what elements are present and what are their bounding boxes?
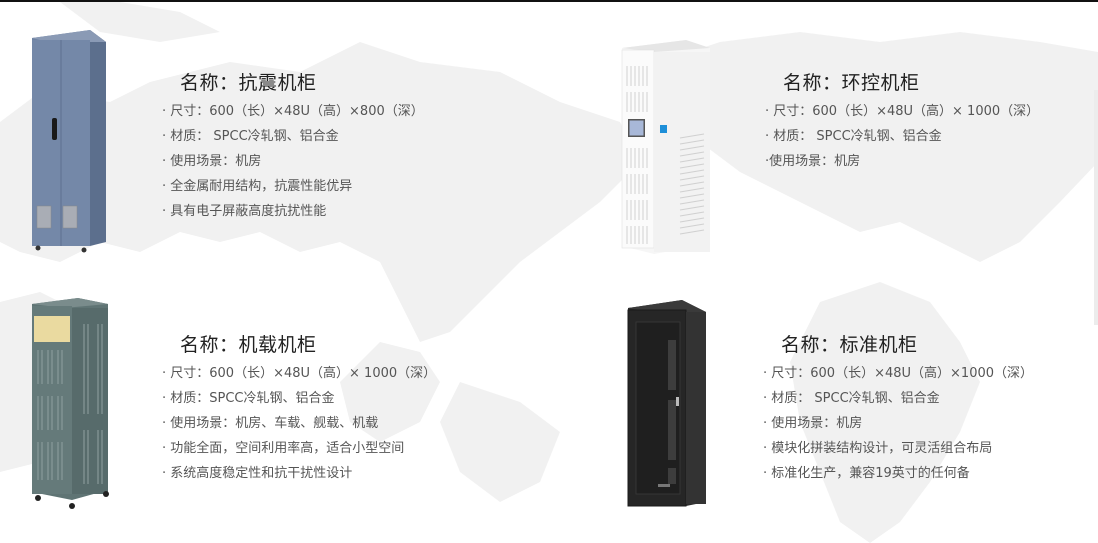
environment-control-cabinet-image <box>618 38 714 256</box>
seismic-cabinet-image <box>28 28 110 254</box>
product-title: 名称：机载机柜 <box>180 334 317 356</box>
spec-feature: · 模块化拼装结构设计，可灵活组合布局 <box>763 441 993 456</box>
spec-feature: · 功能全面，空间利用率高，适合小型空间 <box>162 441 405 456</box>
product-card-airborne[interactable]: 名称：机载机柜 · 尺寸：600（长）×48U（高）× 1000（深） · 材质… <box>0 280 560 543</box>
spec-size: · 尺寸：600（长）×48U（高）× 1000（深） <box>162 366 437 381</box>
spec-size: · 尺寸：600（长）×48U（高）×1000（深） <box>763 366 1034 381</box>
product-card-seismic[interactable]: 名称：抗震机柜 · 尺寸：600（长）×48U（高）×800（深） · 材质： … <box>0 0 560 270</box>
spec-feature: · 具有电子屏蔽高度抗扰性能 <box>162 204 327 219</box>
spec-feature: · 系统高度稳定性和抗干扰性设计 <box>162 466 353 481</box>
spec-material: · 材质： SPCC冷轧钢、铝合金 <box>763 391 940 406</box>
product-title: 名称：标准机柜 <box>781 334 918 356</box>
scrollbar-track[interactable] <box>1094 90 1098 325</box>
spec-material: · 材质： SPCC冷轧钢、铝合金 <box>765 129 942 144</box>
spec-usage: · 使用场景：机房 <box>162 154 262 169</box>
standard-cabinet-image <box>626 296 710 508</box>
spec-feature: · 标准化生产，兼容19英寸的任何备 <box>763 466 970 481</box>
airborne-cabinet-image <box>28 294 112 510</box>
product-title: 名称：抗震机柜 <box>180 72 317 94</box>
spec-material: · 材质：SPCC冷轧钢、铝合金 <box>162 391 335 406</box>
spec-list: · 尺寸：600（长）×48U（高）×1000（深） · 材质： SPCC冷轧钢… <box>763 361 1033 486</box>
spec-usage: ·使用场景：机房 <box>765 154 861 169</box>
spec-list: · 尺寸：600（长）×48U（高）× 1000（深） · 材质：SPCC冷轧钢… <box>162 361 436 486</box>
spec-feature: · 全金属耐用结构，抗震性能优异 <box>162 179 353 194</box>
spec-list: · 尺寸：600（长）×48U（高）×800（深） · 材质： SPCC冷轧钢、… <box>162 99 424 224</box>
spec-material: · 材质： SPCC冷轧钢、铝合金 <box>162 129 339 144</box>
product-card-standard[interactable]: 名称：标准机柜 · 尺寸：600（长）×48U（高）×1000（深） · 材质：… <box>600 280 1098 543</box>
product-card-environment-control[interactable]: 名称：环控机柜 · 尺寸：600（长）×48U（高）× 1000（深） · 材质… <box>600 0 1098 270</box>
top-border <box>0 0 1098 2</box>
spec-usage: · 使用场景：机房 <box>763 416 863 431</box>
spec-list: · 尺寸：600（长）×48U（高）× 1000（深） · 材质： SPCC冷轧… <box>765 99 1039 174</box>
spec-usage: · 使用场景：机房、车载、舰载、机载 <box>162 416 379 431</box>
product-title: 名称：环控机柜 <box>783 72 920 94</box>
spec-size: · 尺寸：600（长）×48U（高）× 1000（深） <box>765 104 1040 119</box>
spec-size: · 尺寸：600（长）×48U（高）×800（深） <box>162 104 424 119</box>
